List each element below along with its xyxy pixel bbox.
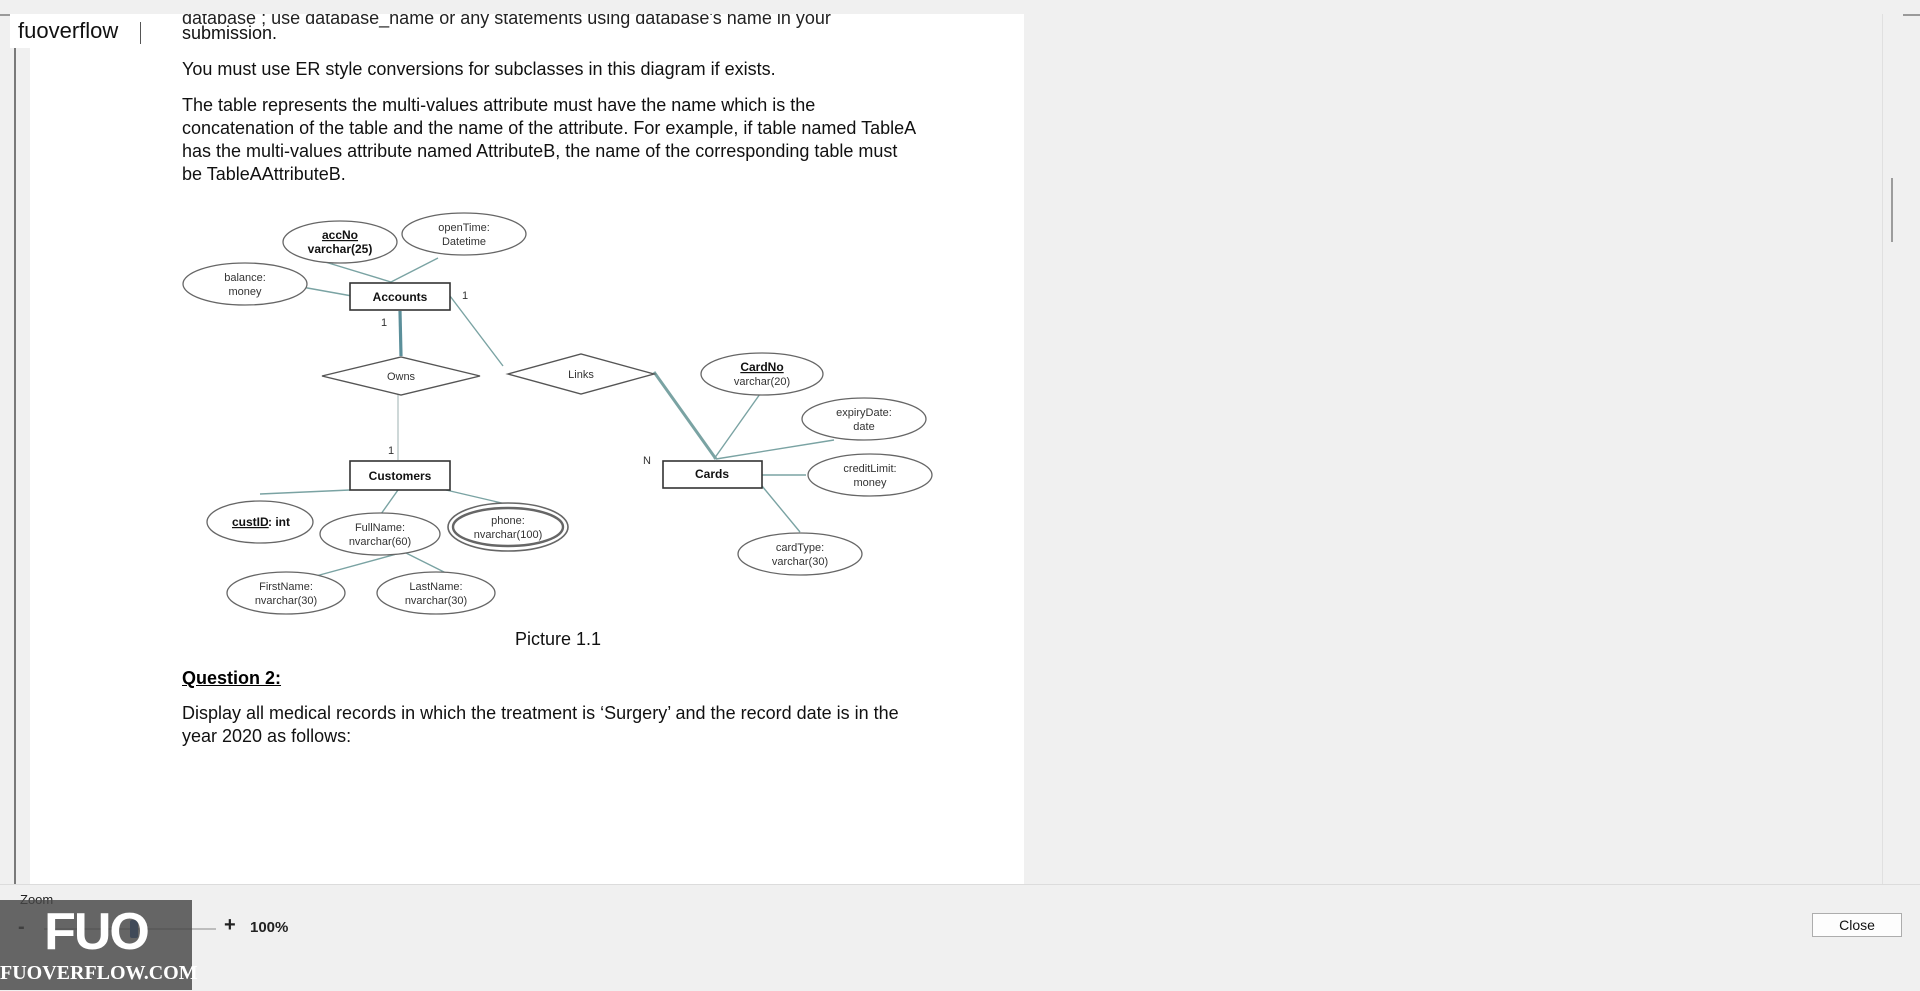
question-line: year 2020 as follows: [182, 726, 352, 746]
attribute-phone-ellipse-inner [451, 506, 565, 548]
watermark-text: FUOVERFLOW.COM [0, 962, 198, 984]
paragraph-line: The table represents the multi-values at… [182, 95, 816, 115]
brand-separator [140, 22, 141, 44]
attribute-balance-name: balance: [224, 272, 266, 284]
attribute-custid-type: : int [268, 515, 290, 529]
er-diagram: Accounts Customers Cards Owns Links 1 1 … [176, 204, 956, 624]
entity-cards-label: Cards [695, 467, 729, 481]
cardinality-accounts-links: 1 [462, 290, 468, 302]
attribute-firstname-name: FirstName: [259, 581, 313, 593]
connector-cardtype-cards [761, 485, 801, 533]
attribute-creditlimit-name: creditLimit: [843, 463, 896, 475]
relationship-owns-label: Owns [387, 371, 416, 383]
attribute-opentime-type: Datetime [442, 236, 486, 248]
entity-cards-box [662, 460, 763, 489]
attribute-expirydate-ellipse [801, 397, 927, 441]
connector-cardno-cards [713, 393, 761, 460]
question-line: Display all medical records in which the… [182, 703, 899, 723]
attribute-balance-type: money [228, 286, 262, 298]
attribute-cardno-ellipse [700, 352, 824, 396]
attribute-phone-name: phone: [491, 515, 525, 527]
cut-off-text-line: database ; use database_name or any stat… [182, 14, 831, 28]
attribute-cardno-name: CardNo [740, 360, 783, 374]
attribute-lastname-ellipse [376, 571, 496, 615]
attribute-opentime-name: openTime: [438, 222, 490, 234]
watermark-overlay: FUO FUOVERFLOW.COM [0, 900, 198, 990]
attribute-cardno-type: varchar(20) [734, 376, 790, 388]
left-border [14, 14, 16, 884]
figure-caption: Picture 1.1 [514, 629, 602, 649]
attribute-cardtype-name: cardType: [776, 542, 824, 554]
attribute-cardtype-type: varchar(30) [772, 556, 828, 568]
bottom-toolbar [0, 884, 1920, 991]
viewer-background [1024, 14, 1882, 884]
attribute-fullname-ellipse [319, 512, 441, 556]
zoom-in-button[interactable]: + [224, 914, 236, 936]
question-text: Display all medical records in which the… [182, 702, 942, 748]
attribute-opentime-ellipse [401, 212, 527, 256]
attribute-accno-type: varchar(25) [308, 242, 373, 256]
connector-fullname-customers [380, 489, 399, 515]
attribute-expirydate-type: date [853, 421, 874, 433]
attribute-expirydate-name: expiryDate: [836, 407, 892, 419]
connector-accounts-owns [398, 310, 403, 357]
attribute-fullname-name: FullName: [355, 522, 405, 534]
attribute-accno-ellipse [282, 220, 398, 264]
brand-label: fuoverflow [10, 14, 127, 48]
connector-links-cards [652, 371, 718, 460]
paragraph-multivalue: The table represents the multi-values at… [182, 94, 942, 186]
zoom-value: 100% [250, 919, 289, 936]
close-button[interactable]: Close [1812, 913, 1902, 937]
connector-accounts-links [449, 295, 504, 367]
cardinality-owns-customers: 1 [388, 445, 394, 457]
entity-accounts-box [349, 282, 451, 311]
relationship-owns-diamond [321, 356, 481, 396]
attribute-lastname-name: LastName: [409, 581, 462, 593]
attribute-custid-name: custID [232, 515, 269, 529]
entity-customers-label: Customers [369, 469, 432, 483]
er-diagram-canvas: Accounts Customers Cards Owns Links 1 1 … [182, 212, 933, 615]
relationship-links-label: Links [568, 369, 594, 381]
entity-customers-box [349, 460, 451, 491]
attribute-balance-ellipse [182, 262, 308, 306]
paragraph-line: has the multi-values attribute named Att… [182, 141, 898, 161]
connector-opentime-accounts [390, 257, 439, 283]
question-heading: Question 2: [182, 668, 282, 688]
paragraph-line: concatenation of the table and the name … [182, 118, 917, 138]
attribute-creditlimit-type: money [853, 477, 887, 489]
attribute-fullname-type: nvarchar(60) [349, 536, 411, 548]
connector-custid-customers [259, 489, 351, 495]
paragraph-er-conversion: You must use ER style conversions for su… [182, 59, 776, 79]
connector-phone-customers [445, 489, 507, 505]
attribute-creditlimit-ellipse [807, 453, 933, 497]
attribute-firstname-type: nvarchar(30) [255, 595, 317, 607]
entity-accounts-label: Accounts [373, 290, 428, 304]
attribute-phone-type: nvarchar(100) [474, 529, 542, 541]
attribute-custid-ellipse [206, 500, 314, 544]
connector-firstname-fullname [315, 551, 405, 577]
attribute-lastname-type: nvarchar(30) [405, 595, 467, 607]
attribute-firstname-ellipse [226, 571, 346, 615]
cardinality-links-cards: N [643, 455, 651, 467]
paragraph-line: be TableAAttributeB. [182, 164, 346, 184]
cardinality-accounts-owns: 1 [381, 317, 387, 329]
attribute-cardtype-ellipse [737, 532, 863, 576]
document-page: database ; use database_name or any stat… [30, 14, 1024, 884]
attribute-accno-name: accNo [322, 228, 358, 242]
connector-expirydate-cards [715, 439, 835, 460]
watermark-logo: FUO [44, 903, 150, 961]
relationship-links-diamond [505, 353, 657, 395]
paragraph-submission: submission. [182, 23, 278, 43]
vertical-scrollbar[interactable] [1882, 14, 1903, 884]
scrollbar-thumb[interactable] [1891, 178, 1893, 242]
